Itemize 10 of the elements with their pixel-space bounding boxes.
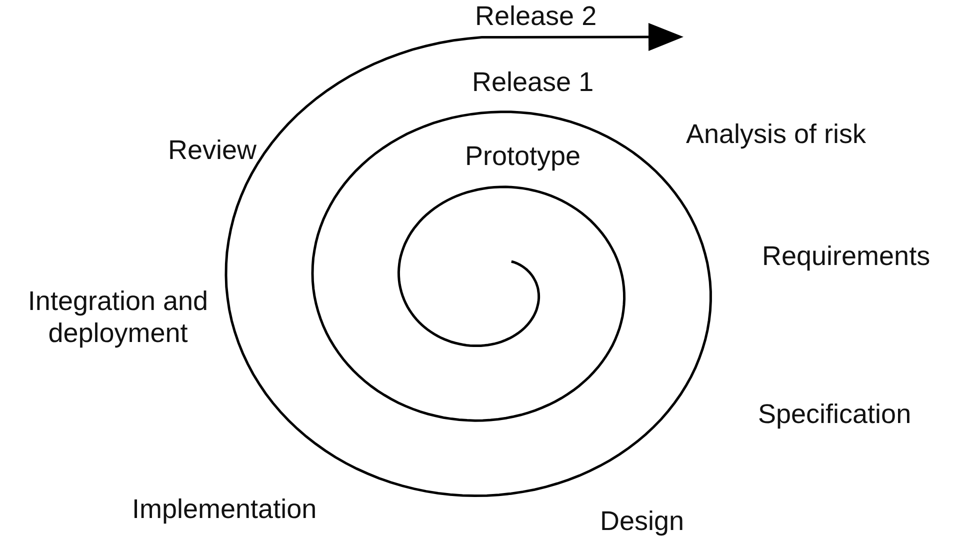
phase-label: Specification xyxy=(758,398,912,430)
phase-label: Integration and deployment xyxy=(26,285,210,349)
release-label: Release 2 xyxy=(475,0,597,32)
phase-label: Review xyxy=(168,134,257,166)
phase-label: Analysis of risk xyxy=(686,118,866,150)
release-label: Release 1 xyxy=(472,66,594,98)
phase-label: Implementation xyxy=(132,493,317,525)
phase-label: Requirements xyxy=(762,240,930,272)
prototype-label: Prototype xyxy=(465,140,581,172)
phase-label: Design xyxy=(600,505,684,537)
